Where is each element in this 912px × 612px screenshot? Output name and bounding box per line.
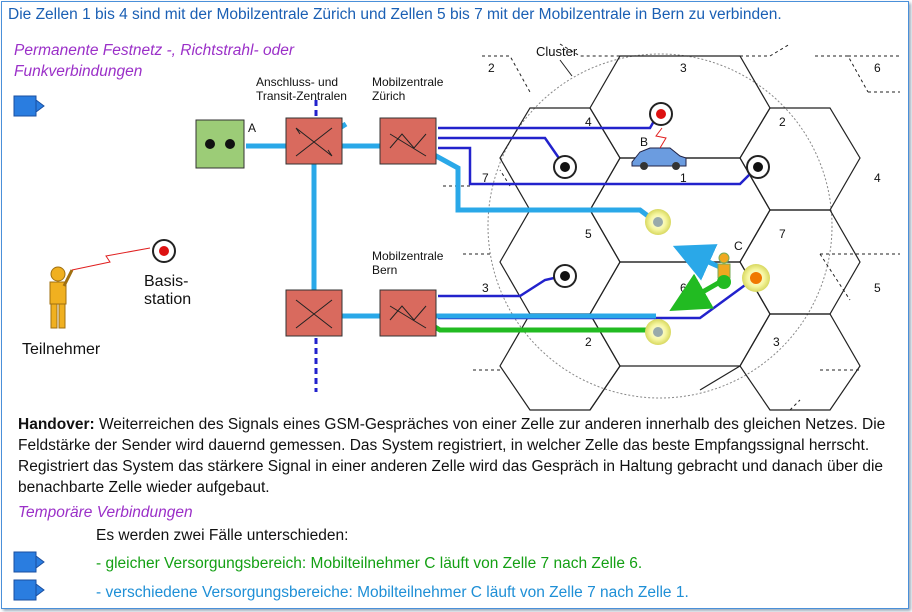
cluster-pointer: [559, 59, 573, 77]
handover-term: Handover:: [18, 416, 95, 433]
cell-number: 1: [680, 171, 687, 185]
radio-link-b: [655, 127, 667, 149]
cell-number: 2: [488, 61, 495, 75]
cell-number: 6: [680, 281, 687, 295]
subscriber-icon: [49, 266, 74, 329]
permanent-legend-icon: [13, 95, 45, 117]
cell-number: 2: [585, 335, 592, 349]
temporary-legend-icon-2: [13, 579, 45, 601]
case-same-area: - gleicher Versorgungsbereich: Mobilteil…: [96, 555, 643, 572]
exchanges-label-2: Transit-Zentralen: [256, 89, 347, 103]
cell-number: 4: [874, 171, 881, 185]
cases-intro: Es werden zwei Fälle unterschieden:: [96, 527, 349, 544]
case-different-area: - verschiedene Versorgungsbereiche: Mobi…: [96, 584, 689, 601]
handover-text: Weiterreichen des Signals eines GSM-Gesp…: [18, 416, 886, 496]
cell-number: 5: [874, 281, 881, 295]
outer-cell-boundaries: [440, 43, 900, 411]
cell-number: 3: [773, 335, 780, 349]
cell-number: 7: [779, 227, 786, 241]
zurich-label-2: Zürich: [372, 89, 405, 103]
transit-exchange-top: [285, 117, 343, 165]
temporary-legend-icon-1: [13, 551, 45, 573]
cell-number: 3: [680, 61, 687, 75]
antenna-glow-icon: [645, 319, 671, 345]
cell-number: 2: [779, 115, 786, 129]
antenna-icon: [553, 155, 577, 179]
cell-number: 4: [585, 115, 592, 129]
cluster-label: Cluster: [536, 44, 578, 59]
radio-link-subscriber: [71, 247, 151, 271]
zurich-label-1: Mobilzentrale: [372, 75, 444, 89]
handover-paragraph: Handover: Weiterreichen des Signals eine…: [18, 414, 898, 498]
antenna-glow-icon: [645, 209, 671, 235]
point-c-label: C: [734, 239, 743, 253]
cell-hexagons: [499, 55, 861, 411]
base-station-label-2: station: [144, 291, 191, 308]
transit-exchange-bottom: [285, 289, 343, 337]
handover-arrow-to-cell6: [669, 273, 722, 311]
cluster-circle: [487, 53, 833, 399]
point-b-label: B: [640, 135, 648, 149]
category-temporary: Temporäre Verbindungen: [18, 504, 193, 521]
cell-number: 5: [585, 227, 592, 241]
cell-number: 3: [482, 281, 489, 295]
car-icon: [631, 147, 687, 170]
mobile-user-c-icon: [717, 252, 731, 289]
category-permanent: Permanente Festnetz -, Richtstrahl- oder…: [14, 42, 294, 80]
antenna-active-icon: [742, 264, 770, 292]
base-station-label-1: Basis-: [144, 273, 188, 290]
antenna-red-icon: [649, 102, 673, 126]
base-station-icon: [152, 239, 176, 263]
exchanges-label-1: Anschluss- und: [256, 75, 338, 89]
handover-arrow-to-cell1: [672, 244, 724, 281]
bern-label-2: Bern: [372, 263, 397, 277]
cell-number: 6: [874, 61, 881, 75]
point-a-label: A: [248, 121, 256, 135]
mobile-switching-zurich: [379, 117, 437, 165]
mobile-switching-bern: [379, 289, 437, 337]
bern-label-1: Mobilzentrale: [372, 249, 444, 263]
headline: Die Zellen 1 bis 4 sind mit der Mobilzen…: [8, 6, 782, 23]
subscriber-label: Teilnehmer: [22, 341, 101, 358]
antenna-icon: [746, 155, 770, 179]
cell-number: 7: [482, 171, 489, 185]
antenna-icon: [553, 264, 577, 288]
terminal-a: [195, 119, 245, 169]
green-handover-path: [418, 315, 656, 333]
